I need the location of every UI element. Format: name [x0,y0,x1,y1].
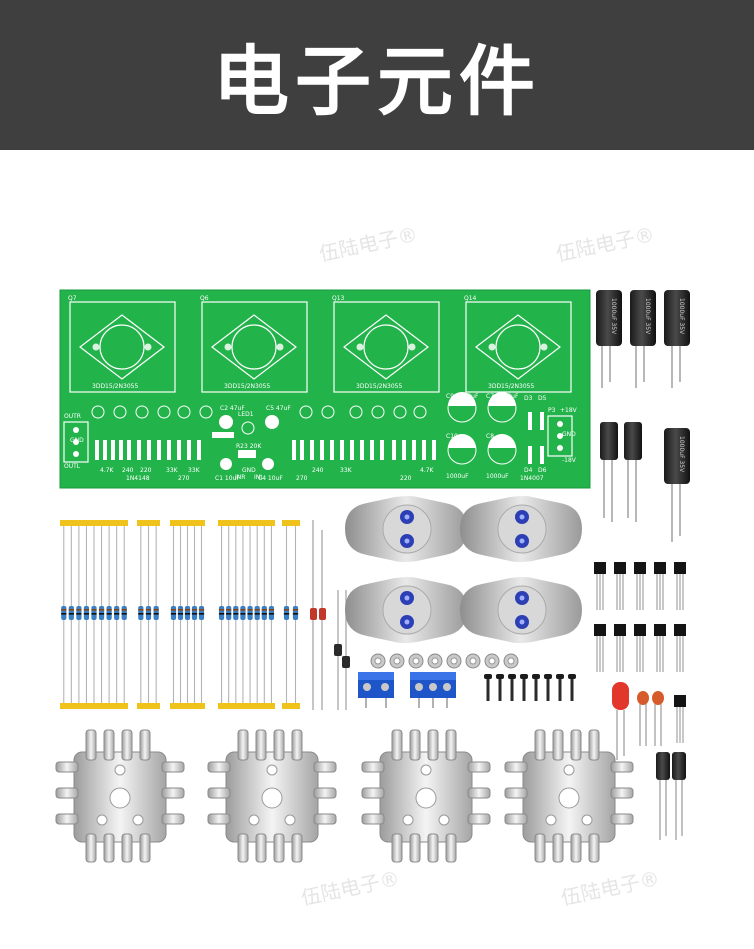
cap-label: 1000uF 35V [644,298,651,335]
pcb-conn-outr: OUTR [64,413,81,420]
pcb-pot-label: R23 20K [236,443,262,450]
pcb-cap-c8: C8 [486,433,494,440]
diodes [310,520,350,710]
pcb-inr: INR [235,474,245,481]
pcb-label-q13: Q13 [332,295,345,302]
pcb-cap-c4: C4 10uF [258,475,283,482]
pcb-diode-d6: D6 [538,467,547,474]
pcb-conn-outl: OUTL [64,463,81,470]
pcb-cap-value: 1000uF [446,473,469,480]
pcb-diode-d4: D4 [524,467,533,474]
amplifier-pcb: Q7 Q6 Q13 Q14 3DD15/2N3055 3DD15/2N3055 … [59,289,591,489]
pcb-res-value: 270 [296,475,308,482]
pcb-part-label: 3DD15/2N3055 [356,383,402,390]
pcb-cap-c2: C2 47uF [220,405,245,412]
cap-label: 1000uF 35V [678,436,685,473]
cap-label: 1000uF 35V [678,298,685,335]
resistor-bundles [60,520,300,709]
pcb-diode-left: 1N4148 [126,475,150,482]
pcb-res-value: 33K [166,467,179,474]
pcb-res-value: 240 [122,467,134,474]
pcb-label-q7: Q7 [68,295,77,302]
pcb-led-label: LED1 [238,411,254,418]
heatsinks [55,729,634,863]
pcb-gnd-in: GND [242,467,256,474]
pcb-cap-c5: C5 47uF [266,405,291,412]
pcb-part-label: 3DD15/2N3055 [224,383,270,390]
pcb-diode-type: 1N4007 [520,475,544,482]
pcb-res-value: 220 [400,475,412,482]
page-title: 电子元件 [213,37,541,126]
pcb-conn-p3: P3 [548,407,556,414]
pcb-part-label: 3DD15/2N3055 [488,383,534,390]
cap-label: 1000uF 35V [610,298,617,335]
power-transistors [345,496,582,643]
pcb-diode-d3: D3 [524,395,533,402]
pcb-res-value: 270 [178,475,190,482]
pcb-conn-gnd-r: GND [562,431,576,438]
small-transistors [594,562,686,743]
electrolytic-capacitors: 1000uF 35V 1000uF 35V 1000uF 35V 1000uF … [596,290,690,542]
pcb-cap-value: 1000uF [486,473,509,480]
pcb-res-value: 4.7K [100,467,115,474]
pcb-diode-d5: D5 [538,395,547,402]
pcb-res-value: 240 [312,467,324,474]
pcb-inl: INL [254,474,264,481]
pcb-res-value: 4.7K [420,467,435,474]
product-photo: Q7 Q6 Q13 Q14 3DD15/2N3055 3DD15/2N3055 … [0,150,754,945]
pcb-res-value: 33K [340,467,353,474]
pcb-cap-c10: C10 [446,433,458,440]
pcb-part-label: 3DD15/2N3055 [92,383,138,390]
terminal-blocks [358,672,456,708]
pcb-conn-minus18: -18V [562,457,577,464]
pcb-label-q14: Q14 [464,295,477,302]
pcb-res-value: 220 [140,467,152,474]
components-illustration: Q7 Q6 Q13 Q14 3DD15/2N3055 3DD15/2N3055 … [55,289,690,863]
pcb-res-value: 33K [188,467,201,474]
pcb-conn-plus18: +18V [560,407,578,414]
pcb-label-q6: Q6 [200,295,209,302]
led-and-caps [612,682,686,840]
pcb-cap-c1: C1 10uF [215,475,240,482]
nuts [370,653,519,669]
title-banner: 电子元件 [0,0,754,150]
screws [484,674,576,701]
